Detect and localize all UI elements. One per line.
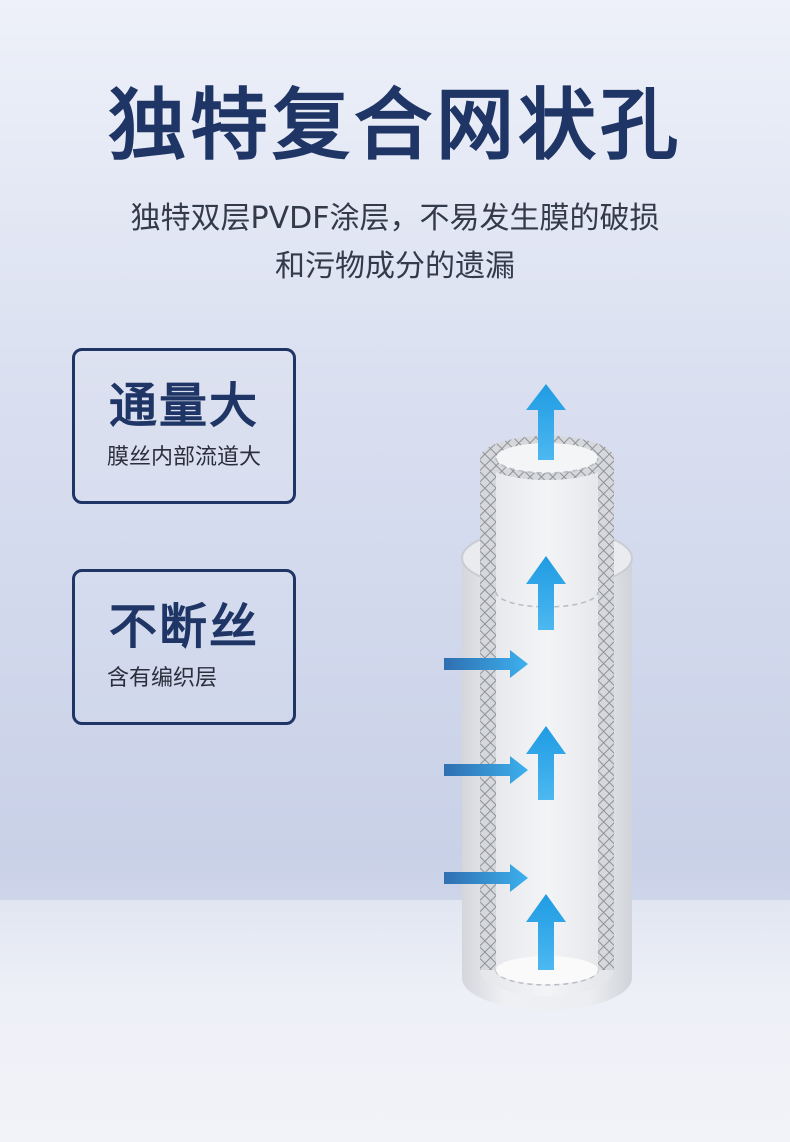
feature-card-no-break: 不断丝 含有编织层 (72, 569, 296, 725)
page-title: 独特复合网状孔 (107, 81, 682, 171)
feature-card-flux: 通量大 膜丝内部流道大 (72, 348, 296, 504)
floor-background (0, 900, 790, 1142)
membrane-tube-illustration (444, 384, 633, 1010)
feature-card-desc: 含有编织层 (107, 666, 218, 691)
subtitle-line-2: 和污物成分的遗漏 (275, 249, 515, 284)
subtitle-line-1: 独特双层PVDF涂层，不易发生膜的破损 (130, 201, 660, 236)
flow-arrow-right-icon (444, 650, 528, 892)
feature-card-title: 通量大 (108, 378, 259, 434)
feature-card-desc: 膜丝内部流道大 (106, 445, 261, 470)
feature-card-title: 不断丝 (108, 599, 259, 655)
flow-arrow-up-icon (526, 384, 566, 970)
page-subtitle: 独特双层PVDF涂层，不易发生膜的破损 和污物成分的遗漏 (0, 195, 790, 291)
